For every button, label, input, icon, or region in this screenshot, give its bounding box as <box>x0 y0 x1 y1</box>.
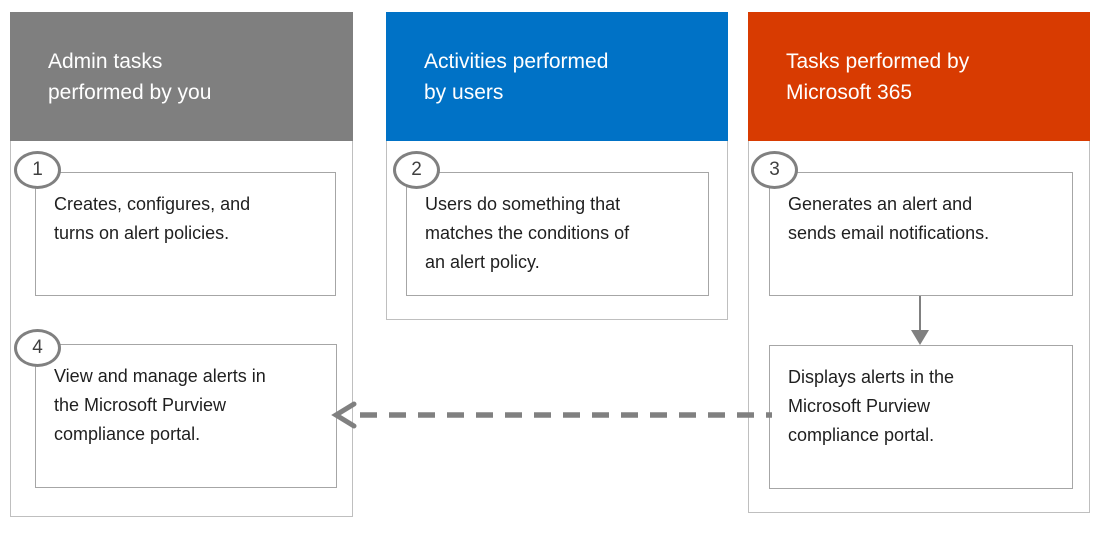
step-box-user-activity: Users do something that matches the cond… <box>406 172 709 296</box>
step-box-display-alerts: Displays alerts in the Microsoft Purview… <box>769 345 1073 489</box>
step-number-3-label: 3 <box>769 159 780 180</box>
step-number-badge-2: 2 <box>393 151 440 189</box>
step-number-badge-1: 1 <box>14 151 61 189</box>
step-box-create-policies: Creates, configures, and turns on alert … <box>35 172 336 296</box>
step-number-2-label: 2 <box>411 159 422 180</box>
step-box-generate-alert: Generates an alert and sends email notif… <box>769 172 1073 296</box>
step-number-4-label: 4 <box>32 337 43 358</box>
column-header-m365: Tasks performed by Microsoft 365 <box>748 12 1090 141</box>
dashed-left-arrow-icon <box>331 401 772 429</box>
column-header-users: Activities performed by users <box>386 12 728 141</box>
step-number-1-label: 1 <box>32 159 43 180</box>
column-header-admin: Admin tasks performed by you <box>10 12 353 141</box>
down-arrow-icon <box>911 296 929 345</box>
step-box-view-manage-alerts: View and manage alerts in the Microsoft … <box>35 344 337 488</box>
step-number-badge-3: 3 <box>751 151 798 189</box>
step-number-badge-4: 4 <box>14 329 61 367</box>
